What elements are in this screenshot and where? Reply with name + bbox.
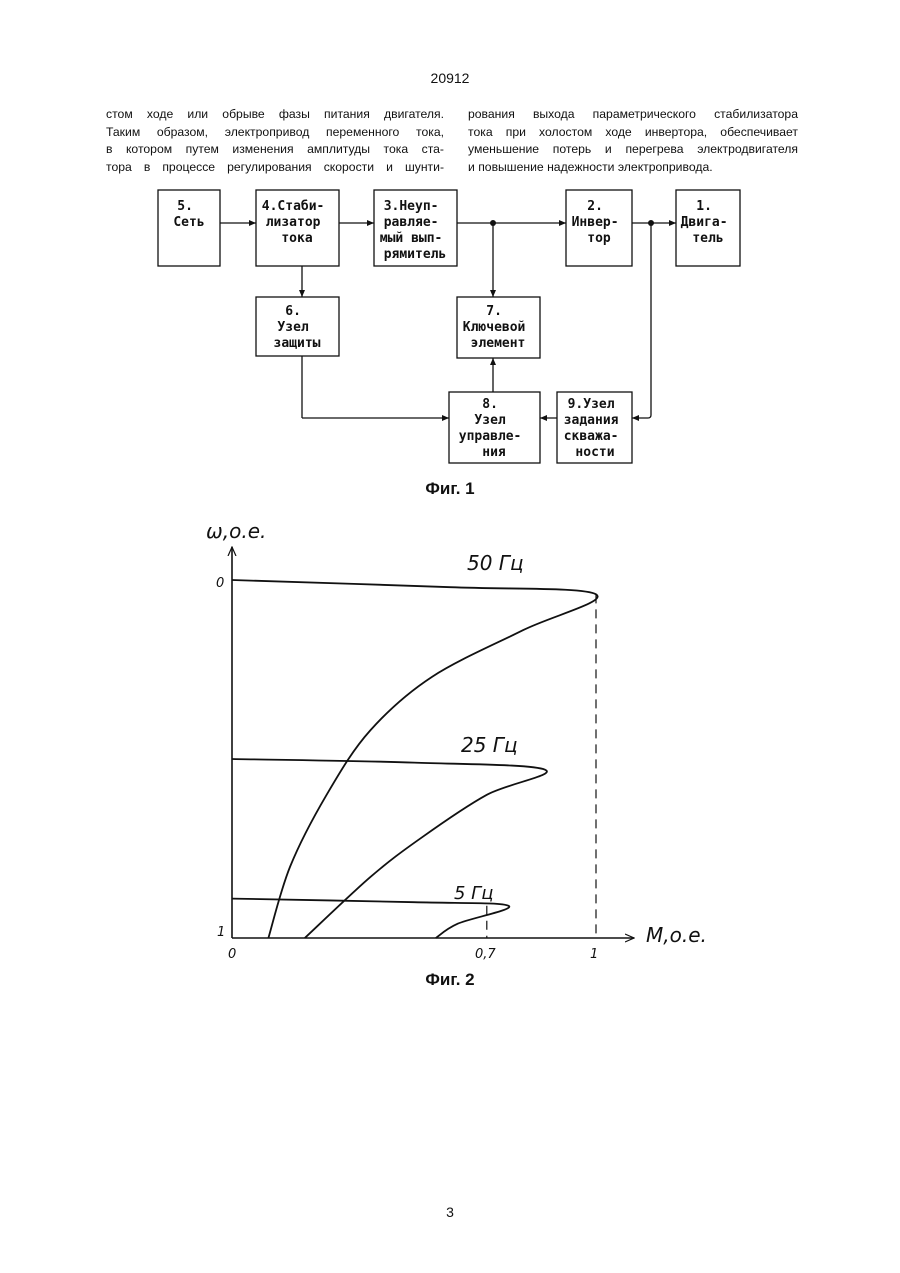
block-5-label: 5. Сеть bbox=[173, 199, 204, 230]
junction-dot bbox=[648, 220, 654, 226]
tick-label-origin: 0 bbox=[228, 947, 236, 962]
curve-series-0 bbox=[232, 580, 598, 938]
block-8-label: 8. Узел управле- ния bbox=[459, 397, 529, 460]
curve-series-1 bbox=[232, 759, 547, 938]
tick-label-x-07: 0,7 bbox=[475, 947, 496, 962]
page-number: 3 bbox=[0, 1204, 900, 1220]
block-3-label: 3.Неуп- равляе- мый вып- рямитель bbox=[380, 199, 450, 262]
curve-series-2 bbox=[232, 899, 509, 938]
block-7-label: 7. Ключевой элемент bbox=[463, 304, 533, 351]
tick-label-y-top: 0 bbox=[216, 576, 224, 591]
tick-label-x-1: 1 bbox=[590, 947, 598, 962]
block-2-label: 2. Инвер- тор bbox=[572, 199, 627, 246]
tick-label-y-bottom: 1 bbox=[217, 925, 225, 940]
block-1-label: 1. Двига- тель bbox=[681, 199, 736, 246]
block-9-label: 9.Узел задания скважа- ности bbox=[564, 397, 627, 460]
block-4-label: 4.Стаби- лизатор тока bbox=[262, 199, 332, 246]
block-6-label: 6. Узел защиты bbox=[274, 304, 321, 351]
junction-dot bbox=[490, 220, 496, 226]
curve-label-25hz: 25 Гц bbox=[461, 733, 518, 757]
block-diagram: 5. Сеть 4.Стаби- лизатор тока 3.Неуп- ра… bbox=[0, 0, 900, 480]
y-axis-label: ω,о.е. bbox=[206, 519, 266, 543]
figure-1-caption: Фиг. 1 bbox=[0, 479, 900, 499]
curve-label-50hz: 50 Гц bbox=[467, 551, 524, 575]
figure-2-caption: Фиг. 2 bbox=[0, 970, 900, 990]
curve-label-5hz: 5 Гц bbox=[454, 883, 493, 904]
x-axis-label: М,о.е. bbox=[646, 923, 707, 947]
